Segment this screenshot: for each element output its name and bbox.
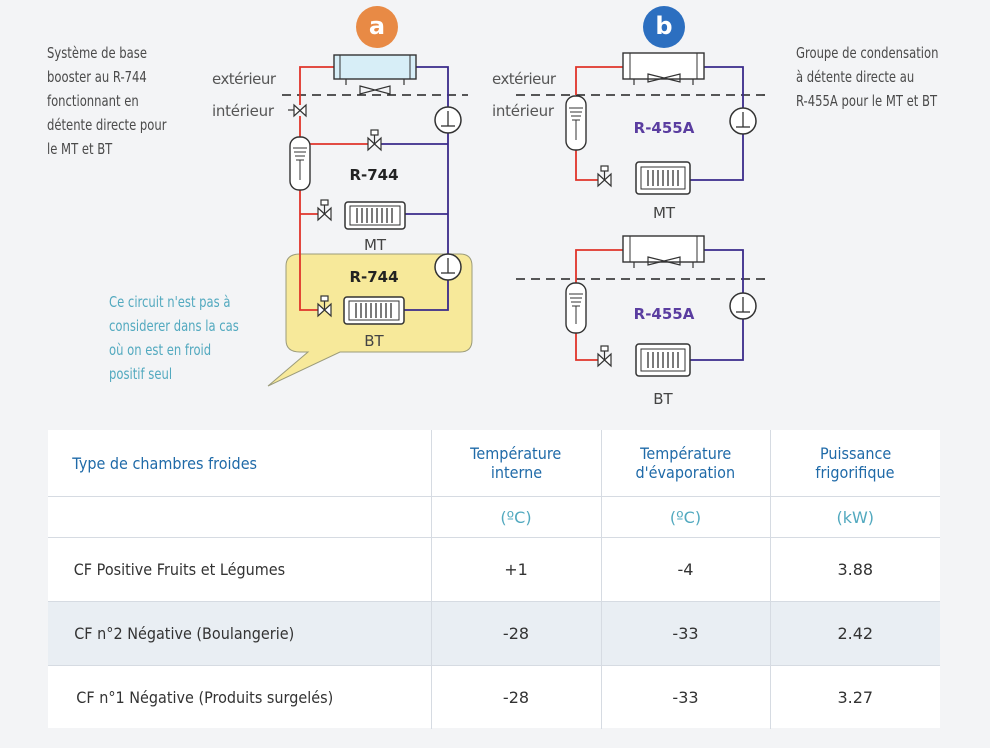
unit-cell: (kW) [836,507,875,527]
outdoor-label-b: extérieur [492,70,557,88]
compressor-b-top [729,107,757,135]
cold-lines-b-top [690,66,744,181]
cold-rooms-table: Type de chambres froides Température int… [48,430,940,729]
table-units-row: (ºC) (ºC) (kW) [48,496,940,538]
refrigeration-diagram: R-744 R-744 MT BT extérieur intérieur [212,52,768,408]
callout-line: considerer dans la cas [109,317,239,335]
unit-cell [48,496,432,538]
power-cell: 3.27 [770,665,940,729]
cold-lines-b-bottom [690,249,744,361]
condenser-b-top [622,52,705,85]
room-name-cell: CF n°2 Négative (Boulangerie) [48,601,432,666]
left-description-line: détente directe pour [47,116,167,134]
bypass-valve-a [367,129,382,152]
table-header-row: Type de chambres froides Température int… [48,430,940,497]
table-row: CF n°2 Négative (Boulangerie) -28 -33 2.… [48,601,940,666]
evaporator-a-mt [344,201,406,230]
header-power: Puissance frigorifique [770,430,940,497]
receiver-a [289,136,311,191]
expansion-valve-b-top [597,165,612,188]
compressor-b-bottom [729,292,757,320]
power-cell: 2.42 [770,601,940,666]
badge-a: a [356,6,398,48]
mt-label-b: MT [653,204,676,222]
table-row: CF Positive Fruits et Légumes +1 -4 3.88 [48,537,940,602]
hot-lines-b-bottom [575,249,623,361]
unit-cell: (ºC) [601,496,771,538]
table-row: CF n°1 Négative (Produits surgelés) -28 … [48,665,940,729]
compressor-a-bt [434,253,462,281]
temp-evap-cell: -4 [601,537,771,602]
room-name-cell: CF Positive Fruits et Légumes [48,537,432,602]
right-description: Groupe de condensation à détente directe… [796,41,938,113]
room-name-cell: CF n°1 Négative (Produits surgelés) [48,665,432,729]
bt-label-b: BT [653,390,673,408]
hot-lines-b-top [575,66,623,181]
temp-internal-cell: -28 [431,665,602,729]
left-description-line: le MT et BT [47,140,113,158]
indoor-label-b: intérieur [492,102,555,120]
bt-label-a: BT [364,332,384,350]
refrigerant-label-a-top: R-744 [349,166,398,184]
left-description-line: Système de base [47,44,147,62]
expansion-valve-a-main [288,103,307,118]
power-cell: 3.88 [770,537,940,602]
evaporator-b-bt [635,343,691,377]
condenser-a [333,54,417,95]
mt-label-a: MT [364,236,387,254]
expansion-valve-a-bt [317,295,332,318]
left-description-line: booster au R-744 [47,68,147,86]
callout-line: où on est en froid [109,341,212,359]
temp-evap-cell: -33 [601,665,771,729]
left-description-line: fonctionnant en [47,92,139,110]
header-room-type: Type de chambres froides [48,430,432,497]
receiver-b-bottom [565,282,587,334]
cold-lines-a [381,66,449,311]
indoor-label-a: intérieur [212,102,275,120]
outdoor-label-a: extérieur [212,70,277,88]
refrigerant-label-a-bottom: R-744 [349,268,398,286]
right-description-line: R-455A pour le MT et BT [796,92,938,110]
header-internal-temp: Température interne [431,430,602,497]
right-description-line: Groupe de condensation [796,44,939,62]
right-description-line: à détente directe au [796,68,915,86]
compressor-a-mt [434,106,462,134]
expansion-valve-a-mt [317,199,332,222]
callout-text: Ce circuit n'est pas à considerer dans l… [109,290,239,386]
evaporator-a-bt [343,296,405,325]
temp-internal-cell: +1 [431,537,602,602]
callout-line: Ce circuit n'est pas à [109,293,231,311]
temp-evap-cell: -33 [601,601,771,666]
callout-line: positif seul [109,365,173,383]
receiver-b-top [565,95,587,151]
left-description: Système de base booster au R-744 fonctio… [47,41,167,161]
refrigerant-label-b-bottom: R-455A [634,305,695,323]
expansion-valve-b-bottom [597,345,612,368]
temp-internal-cell: -28 [431,601,602,666]
hot-lines-a [299,66,368,311]
condenser-b-bottom [622,235,705,268]
refrigerant-label-b-top: R-455A [634,119,695,137]
unit-cell: (ºC) [431,496,602,538]
evaporator-b-mt [635,161,691,195]
header-evap-temp: Température d'évaporation [601,430,771,497]
badge-b: b [643,6,685,48]
